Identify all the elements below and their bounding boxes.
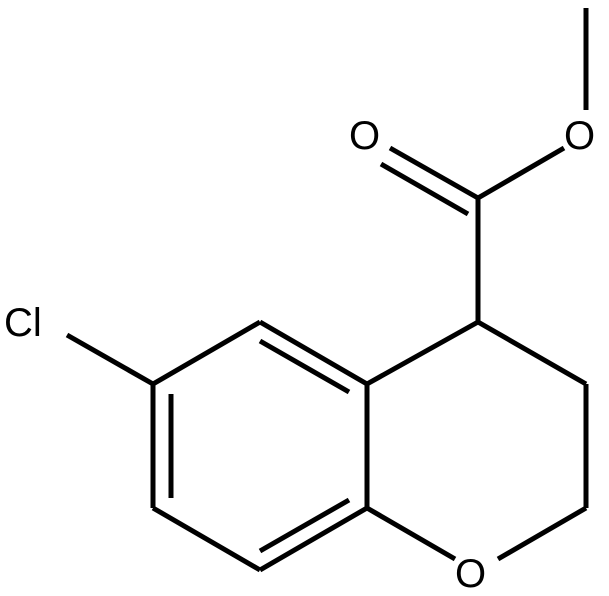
bond-aromatic-c5-c6 <box>151 319 262 387</box>
bond-aromatic-c8-c8a-inner <box>258 497 351 554</box>
bond-aromatic-c4a-c5-inner <box>258 338 351 395</box>
chlorine-label: Cl <box>4 301 42 345</box>
bond-carbonyl-double-inner <box>379 161 470 217</box>
bond-aromatic-c4a-c5 <box>258 319 369 387</box>
bond-c3-c4 <box>476 319 588 387</box>
bond-aromatic-c7-c8 <box>151 505 262 573</box>
carbonyl-oxygen-label: O <box>349 114 380 158</box>
bond-c8a-ring-oxygen <box>365 505 457 562</box>
bond-c4-c4a <box>365 319 480 387</box>
bond-carbonyl-double-outer <box>388 145 480 201</box>
bond-aromatic-c8-c8a <box>258 505 369 573</box>
bond-carbonyl-ester-oxygen <box>476 145 566 201</box>
ester-oxygen-label: O <box>564 114 595 158</box>
bond-c6-chlorine <box>65 332 155 387</box>
ring-oxygen-label: O <box>455 552 486 596</box>
bond-ring-oxygen-c2 <box>496 505 588 562</box>
